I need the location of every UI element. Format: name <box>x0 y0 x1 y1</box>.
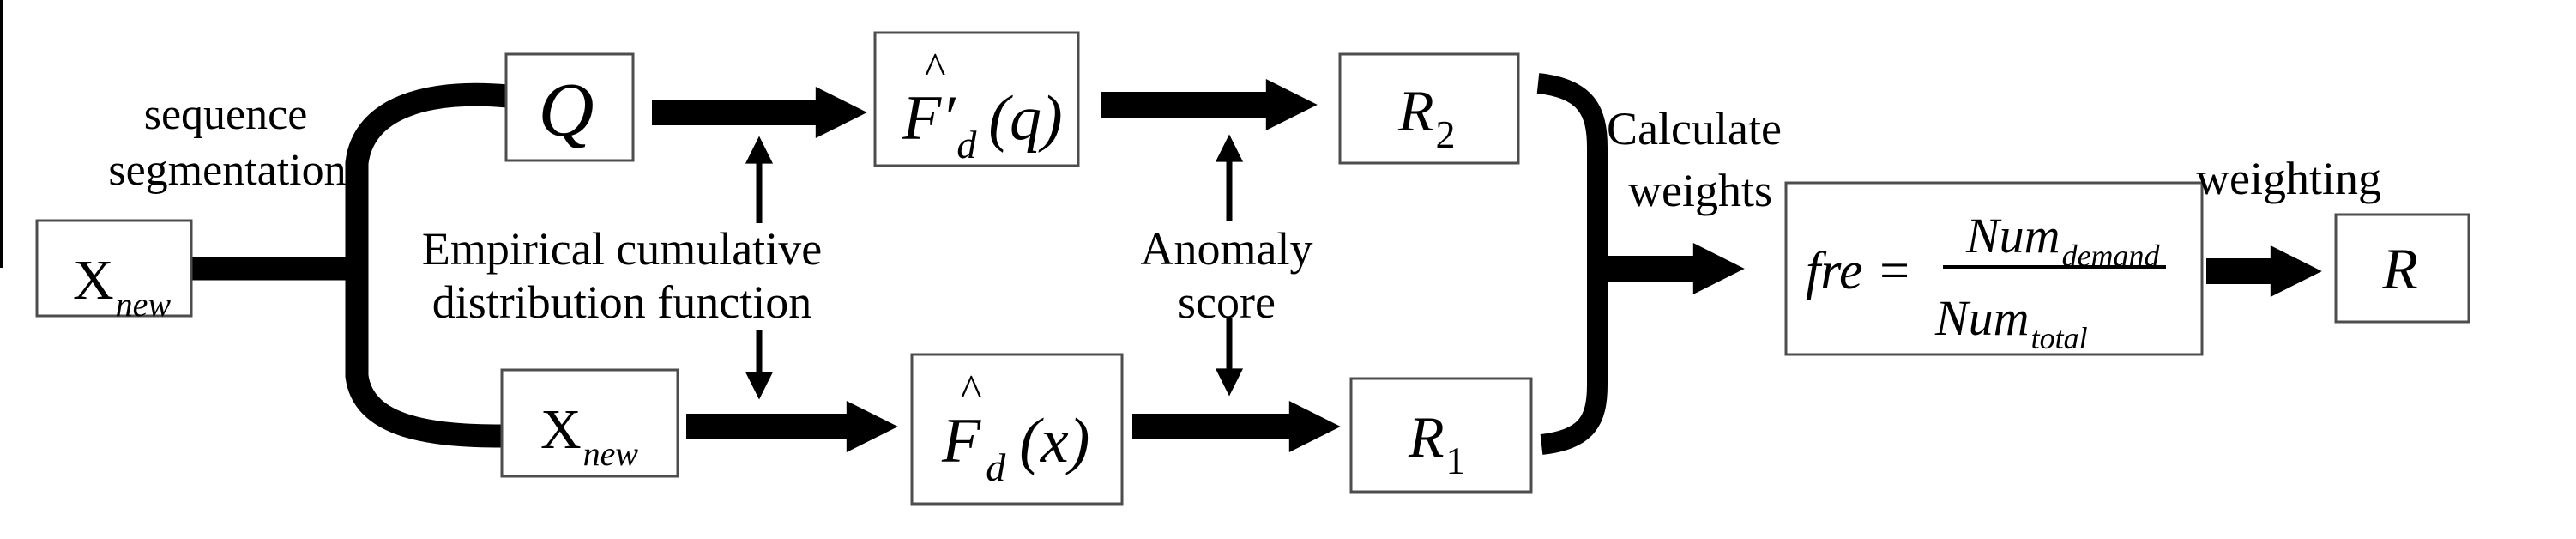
label-anomaly-line2: score <box>1178 276 1276 328</box>
formula-lhs: fre = <box>1806 242 1912 300</box>
r2-sub: 2 <box>1436 112 1456 156</box>
fpq-sub: d <box>956 123 977 167</box>
fdx-hat: ^ <box>961 366 981 415</box>
node-r2-label: R2 <box>1397 78 1456 156</box>
xnew1-sub: new <box>116 285 172 324</box>
label-anomaly-line1: Anomaly <box>1141 223 1313 275</box>
formula-denominator: Numtotal <box>1934 290 2088 355</box>
r1-sub: 1 <box>1446 439 1466 482</box>
node-xnew1-box <box>35 219 193 318</box>
formula-denominator-sub: total <box>2031 321 2088 355</box>
r2-base: R <box>1397 78 1434 143</box>
node-q-label: Q <box>539 68 594 153</box>
xnew1-base: X <box>73 249 114 312</box>
label-sequence-line1: sequence <box>144 90 308 139</box>
node-r1-label: R1 <box>1408 404 1466 482</box>
xnew2-base: X <box>540 398 582 461</box>
fpq-base: F′ <box>902 83 956 154</box>
node-q-box <box>504 52 635 162</box>
node-r2-box <box>1338 52 1520 165</box>
xnew2-sub: new <box>583 434 639 473</box>
node-r-box <box>2334 213 2470 324</box>
fpq-hat: ^ <box>925 45 945 94</box>
fpq-arg: (q) <box>988 83 1062 154</box>
node-fdx-box <box>910 353 1124 506</box>
node-r-label: R <box>2381 236 2418 301</box>
label-ecdf-line2: distribution function <box>432 276 811 328</box>
formula-numerator-base: Num <box>1965 208 2060 263</box>
label-weighting: weighting <box>2196 153 2381 204</box>
label-sequence-line2: segmentation <box>108 146 346 195</box>
formula-denominator-base: Num <box>1934 290 2030 346</box>
fdx-sub: d <box>986 445 1006 489</box>
label-calculate-line1: Calculate <box>1607 103 1782 154</box>
node-xnew1-label: Xnew <box>73 249 171 324</box>
label-calculate-line2: weights <box>1628 165 1772 216</box>
fdx-arg: (x) <box>1019 406 1089 476</box>
fdx-base: F <box>941 406 981 476</box>
node-r1-box <box>1349 377 1533 494</box>
node-xnew2-label: Xnew <box>540 398 638 473</box>
r1-base: R <box>1408 404 1445 469</box>
connector-split-branch <box>345 82 510 448</box>
label-ecdf-line1: Empirical cumulative <box>422 223 822 275</box>
node-fpq-label: F′d(q) <box>902 83 1063 167</box>
figure-left-edge-artifact <box>0 0 3 268</box>
node-xnew2-box <box>500 368 679 478</box>
node-fpq-box <box>873 31 1080 167</box>
connector-merge-brace <box>1536 73 1608 455</box>
